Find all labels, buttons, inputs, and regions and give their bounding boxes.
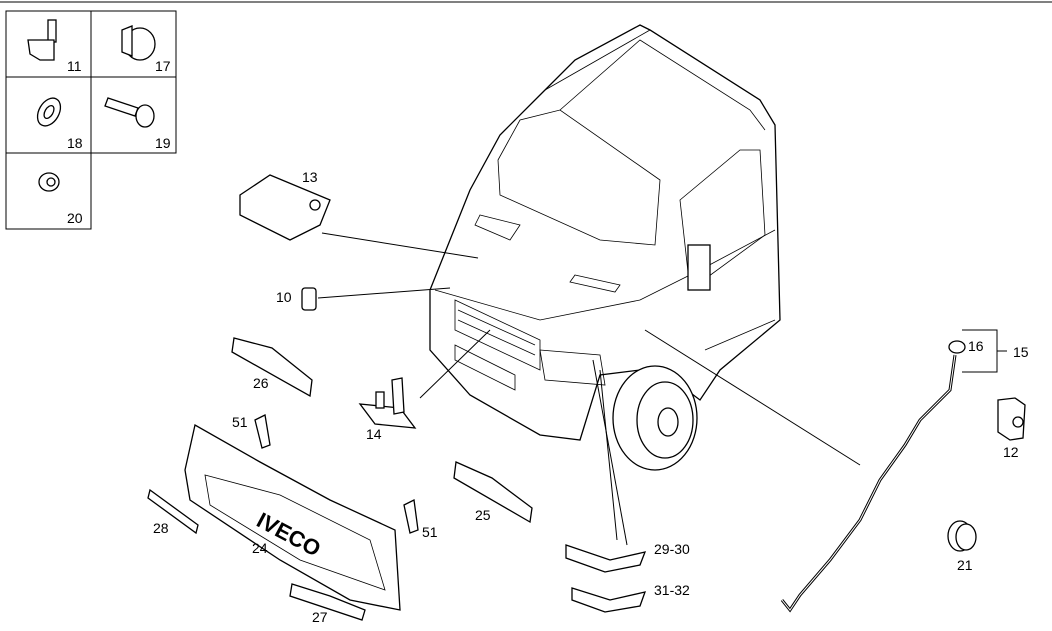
label-51-left: 51 (232, 414, 248, 430)
trim-31-32-icon (571, 587, 647, 613)
label-26: 26 (253, 375, 269, 391)
clip-12-icon (997, 397, 1026, 441)
label-51-right: 51 (422, 524, 438, 540)
label-27: 27 (312, 609, 328, 625)
label-24: 24 (252, 540, 268, 556)
inset-label-19: 19 (155, 135, 171, 151)
label-25: 25 (475, 507, 491, 523)
seal-25-icon (453, 461, 533, 524)
label-21: 21 (957, 557, 973, 573)
label-16: 16 (968, 338, 984, 354)
grille-24-icon: IVECO (184, 423, 401, 611)
label-31-32: 31-32 (654, 582, 690, 598)
label-28: 28 (153, 520, 169, 536)
plug-21-icon (947, 520, 977, 552)
washer-hose-15-icon (780, 354, 957, 613)
inset-label-20: 20 (67, 210, 83, 226)
screw-10-icon (301, 287, 317, 311)
label-29-30: 29-30 (654, 541, 690, 557)
seal-28-icon (147, 488, 199, 535)
inset-label-11: 11 (67, 58, 82, 74)
cap-16-icon (948, 340, 966, 354)
trim-29-30-icon (565, 544, 647, 573)
front-wheel (612, 365, 698, 471)
label-14: 14 (366, 426, 382, 442)
clip-11-icon (27, 19, 57, 61)
clip-51-right-icon (403, 499, 419, 534)
label-10: 10 (276, 289, 292, 305)
van-front-drawing (429, 24, 781, 471)
leader-lines (317, 232, 1007, 546)
inset-label-17: 17 (155, 58, 171, 74)
label-12: 12 (1003, 444, 1019, 460)
label-15: 15 (1013, 344, 1029, 360)
clip-51-left-icon (254, 414, 271, 449)
nut-20-icon (38, 172, 60, 192)
label-13: 13 (302, 169, 318, 185)
inset-label-18: 18 (67, 135, 83, 151)
fastener-inset-grid: 11 17 18 19 20 (5, 10, 177, 230)
seal-27-icon (289, 583, 366, 621)
bracket-13-icon (239, 174, 331, 241)
seal-26-icon (231, 337, 313, 398)
bolt-19-icon (104, 97, 155, 128)
plug-17-icon (121, 25, 156, 61)
washer-18-icon (36, 97, 62, 127)
latch-14-icon (358, 377, 417, 429)
